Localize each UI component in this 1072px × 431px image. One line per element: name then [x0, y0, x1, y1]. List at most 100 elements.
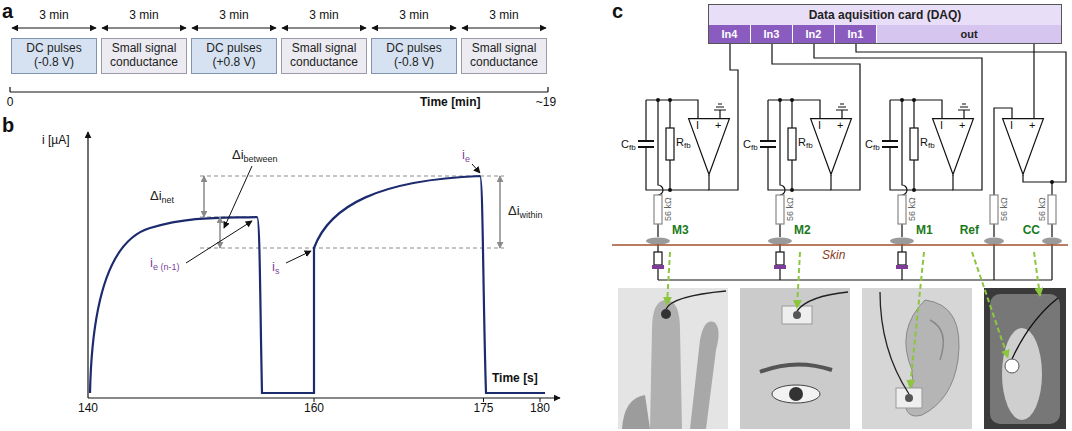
time-axis	[10, 87, 548, 92]
resistor-value: 56 kΩ	[907, 197, 917, 221]
junction-dots	[656, 98, 672, 192]
op-amp: I+	[932, 118, 974, 175]
axis-tick-label: 180	[530, 402, 550, 416]
op-amp: I+	[688, 118, 730, 175]
node-text: In2	[806, 28, 822, 40]
panel-letter: b	[2, 114, 14, 137]
skin-impedance	[652, 265, 664, 269]
delta-symbol: Δi	[508, 204, 520, 219]
current-symbol: i	[462, 148, 465, 163]
node-text: In1	[848, 28, 864, 40]
wire	[658, 108, 1052, 280]
component-label: C	[865, 138, 873, 151]
dimension-arrow	[372, 28, 456, 29]
skin-impedance	[896, 265, 908, 269]
leader-arrow	[224, 166, 252, 228]
electrode-wire	[666, 291, 726, 309]
photo-ground	[984, 288, 1066, 429]
pin-symbol: +	[959, 120, 965, 131]
skin-line	[612, 244, 1068, 246]
electrode-label: M2	[794, 224, 811, 238]
node-text: Data aquisition card (DAQ)	[709, 5, 1061, 25]
node-text: Small signal conductance	[466, 42, 542, 70]
resistor-value: 56 kΩ	[999, 197, 1009, 221]
electrode	[905, 394, 913, 402]
resistor-symbol	[788, 128, 796, 160]
eye	[772, 385, 820, 403]
delta-arrow	[219, 217, 221, 248]
op-amp: I+	[810, 118, 852, 175]
op-amp-outline	[1003, 119, 1044, 175]
signal-wire	[856, 43, 1066, 182]
component-label: R	[798, 136, 806, 149]
axis-title: i [µA]	[42, 134, 70, 148]
duration-label: 3 min	[219, 9, 248, 23]
axis-tick-label: 160	[304, 402, 324, 416]
photo-ground	[862, 288, 972, 429]
signal-wire	[709, 43, 738, 190]
daq-port: In3	[751, 25, 793, 43]
resistor-symbol	[654, 195, 662, 224]
pulse-phase-box: DC pulses (-0.8 V)	[371, 38, 457, 74]
electrode-label: M3	[672, 224, 689, 238]
node-text: DC pulses (-0.8 V)	[376, 42, 452, 70]
hand	[650, 300, 682, 429]
junction-dots	[900, 98, 916, 192]
daq-port: In2	[793, 25, 835, 43]
capacitor-symbol	[638, 141, 654, 147]
electrode-wire	[880, 292, 909, 394]
daq-card: Data aquisition card (DAQ) In4 In3 In2 In1 ou…	[708, 4, 1062, 44]
finger-photo	[618, 288, 728, 429]
component-label: C	[743, 138, 751, 151]
node-text: DC pulses (+0.8 V)	[196, 42, 272, 70]
y-axis	[87, 132, 88, 398]
duration-label: 3 min	[399, 9, 428, 23]
skin-impedance	[654, 252, 662, 265]
component-label: R	[920, 136, 928, 149]
op-amp-symbol	[1002, 118, 1044, 175]
delta-symbol: Δi	[232, 148, 244, 163]
delta-symbol: Δi	[150, 189, 162, 204]
subscript: fb	[873, 143, 880, 152]
duration-arrows	[12, 28, 546, 29]
pointer-arrows	[667, 252, 1040, 388]
subscript: fb	[806, 141, 813, 150]
current-symbol: i	[150, 256, 153, 271]
node-text: Small signal conductance	[106, 42, 182, 70]
axis-tick-label: ~19	[536, 96, 556, 110]
capacitor-symbol	[882, 141, 898, 147]
skin-impedance	[898, 252, 906, 265]
measurement-phase-box: Small signal conductance	[461, 38, 547, 74]
node-text: In4	[722, 28, 738, 40]
pin-symbol: +	[715, 120, 721, 131]
node-text: out	[960, 28, 977, 40]
electrode	[768, 238, 792, 245]
x-axis	[88, 397, 560, 398]
resistor-value: 56 kΩ	[785, 197, 795, 221]
resistor-value: 56 kΩ	[663, 197, 673, 221]
op-amp-symbol	[932, 118, 974, 175]
daq-port: In4	[709, 25, 751, 43]
daq-port: out	[877, 25, 1061, 43]
axis-tick-label: 0	[7, 96, 14, 110]
photo-ground	[740, 288, 850, 429]
electrode-wire	[797, 292, 848, 311]
measurement-phase-box: Small signal conductance	[281, 38, 367, 74]
leader-arrow	[286, 251, 311, 263]
subscript: net	[162, 195, 175, 205]
delta-arrow	[499, 176, 501, 248]
duration-label: 3 min	[309, 9, 338, 23]
pin-symbol: +	[1029, 120, 1035, 131]
electrode-label: Ref	[960, 224, 979, 238]
node-text: In3	[764, 28, 780, 40]
photo-ground	[618, 288, 728, 429]
dimension-arrow	[12, 28, 96, 29]
subscript: e (n-1)	[153, 262, 180, 272]
electrode-patch	[782, 306, 812, 324]
subscript: fb	[684, 141, 691, 150]
resistor-symbol	[910, 128, 918, 160]
dimension-arrow	[282, 28, 366, 29]
axis-title: Time [min]	[420, 96, 480, 110]
skin-impedance	[774, 265, 786, 269]
